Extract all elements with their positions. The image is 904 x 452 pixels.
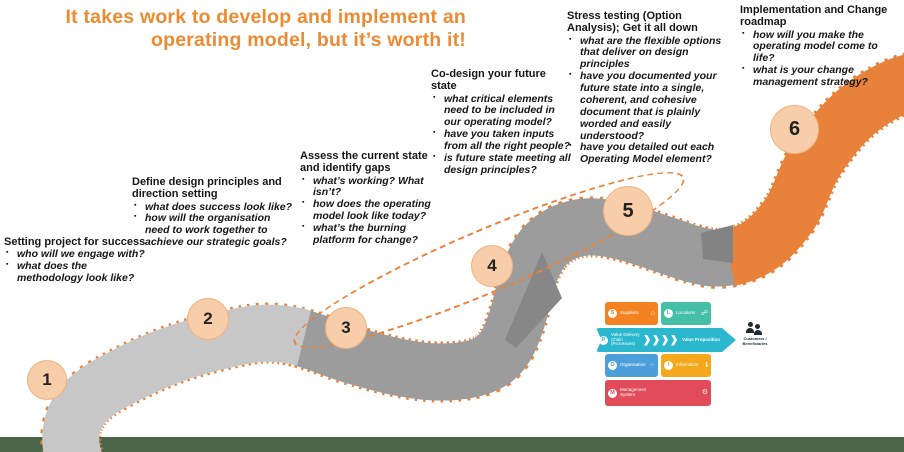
- customer-head-icon: [755, 324, 760, 329]
- milestone-circle-3: 3: [325, 307, 367, 349]
- person-icon: ☍: [700, 309, 708, 317]
- chevron-icon: [662, 334, 668, 346]
- step-block-3: Assess the current state and identify ga…: [300, 150, 448, 247]
- step-bullet: what’s working? What isn’t?: [300, 175, 448, 200]
- bottom-band: [0, 437, 904, 452]
- information-label: Information: [676, 362, 699, 368]
- organisation-badge: O: [608, 361, 617, 370]
- milestone-circle-2: 2: [187, 298, 229, 340]
- information-badge: I: [664, 361, 673, 370]
- milestone-number: 5: [622, 199, 634, 222]
- milestone-number: 1: [42, 370, 52, 389]
- step-bullet: what critical elements need to be includ…: [431, 93, 571, 130]
- building-icon: ⌂: [650, 309, 655, 317]
- step-bullet: who will we engage with?: [4, 248, 154, 261]
- step-bullet: have you documented your future state in…: [567, 70, 735, 142]
- value-chain-label: Value Delivery Chain (Processes): [611, 331, 640, 347]
- step-bullet: what’s the burning platform for change?: [300, 222, 448, 247]
- chevron-icon: [671, 334, 677, 346]
- step-bullet: have you detailed out each Operating Mod…: [567, 141, 735, 166]
- info-icon: ℹ: [705, 361, 708, 369]
- suppliers-box: S Suppliers ⌂: [605, 302, 658, 325]
- management-system-box: M Management System ⚙: [605, 380, 711, 406]
- road-mid-gray-segment: [293, 198, 741, 401]
- step-heading: Define design principles and direction s…: [132, 176, 282, 201]
- step-bullet: have you taken inputs from all the right…: [431, 128, 571, 153]
- step-block-2: Define design principles and direction s…: [132, 176, 297, 249]
- milestone-number: 2: [203, 309, 213, 328]
- milestone-circle-5: 5: [603, 186, 653, 236]
- step-bullet: what does success look like?: [132, 201, 297, 214]
- customer-head-icon: [748, 322, 753, 327]
- step-bullet: is future state meeting all design princ…: [431, 152, 571, 177]
- customer-body-icon: [754, 330, 762, 335]
- step-block-5: Stress testing (Option Analysis); Get it…: [567, 10, 735, 166]
- step-heading: Assess the current state and identify ga…: [300, 150, 428, 175]
- step-bullet: how will you make the operating model co…: [740, 29, 902, 66]
- step-heading: Co-design your future state: [431, 68, 546, 93]
- title-line-1: It takes work to develop and implement a…: [65, 6, 466, 28]
- step-heading: Stress testing (Option Analysis); Get it…: [567, 10, 698, 35]
- step-bullet: how does the operating model look like t…: [300, 198, 448, 223]
- step-block-1: Setting project for success who will we …: [4, 236, 154, 285]
- processes-badge: P: [599, 335, 608, 345]
- step-bullet: what are the flexible options that deliv…: [567, 35, 735, 72]
- org-chart-icon: ⁘: [649, 361, 655, 369]
- organisation-label: Organisation: [620, 362, 646, 368]
- milestone-circle-4: 4: [471, 245, 513, 287]
- road-shadow-wedge-1: [505, 252, 562, 348]
- milestone-circle-1: 1: [27, 360, 67, 400]
- milestone-number: 3: [341, 318, 351, 337]
- locations-label: Locations: [676, 310, 696, 316]
- locations-badge: L: [664, 309, 673, 318]
- road-shadow-wedge-2: [701, 225, 733, 263]
- operating-model-diagram: S Suppliers ⌂ L Locations ☍ P Value Deli…: [596, 292, 771, 416]
- suppliers-label: Suppliers: [620, 310, 639, 316]
- locations-box: L Locations ☍: [661, 302, 711, 325]
- milestone-number: 4: [487, 256, 497, 275]
- customer-body-icon: [746, 328, 754, 333]
- road-light-gray-segment: [42, 304, 311, 452]
- gears-icon: ⚙: [701, 389, 708, 397]
- step-bullet: how will the organisation need to work t…: [132, 213, 297, 249]
- step-bullet: what does the methodology look like?: [4, 260, 154, 285]
- management-badge: M: [608, 388, 617, 398]
- value-proposition-label: Value Proposition: [682, 336, 721, 342]
- chevron-icon: [653, 334, 659, 346]
- road-orange-segment: [721, 54, 904, 286]
- management-label: Management System: [620, 387, 647, 397]
- step-heading: Implementation and Change roadmap: [740, 4, 888, 29]
- suppliers-badge: S: [608, 309, 617, 318]
- step-block-6: Implementation and Change roadmap how wi…: [740, 4, 902, 89]
- milestone-number: 6: [788, 118, 801, 140]
- step-heading: Setting project for success: [4, 236, 146, 248]
- chevron-icon: [644, 334, 650, 346]
- organisation-box: O Organisation ⁘: [605, 354, 658, 377]
- value-chain-banner: P Value Delivery Chain (Processes) Value…: [596, 328, 736, 352]
- milestone-circle-6: 6: [770, 105, 819, 154]
- step-block-4: Co-design your future state what critica…: [431, 68, 571, 177]
- information-box: I Information ℹ: [661, 354, 711, 377]
- customers-label: Customers / Beneficiaries: [742, 336, 768, 346]
- title-line-2: operating model, but it’s worth it!: [150, 29, 466, 51]
- page-title: It takes work to develop and implement a…: [18, 6, 466, 52]
- step-bullet: what is your change management strategy?: [740, 64, 902, 89]
